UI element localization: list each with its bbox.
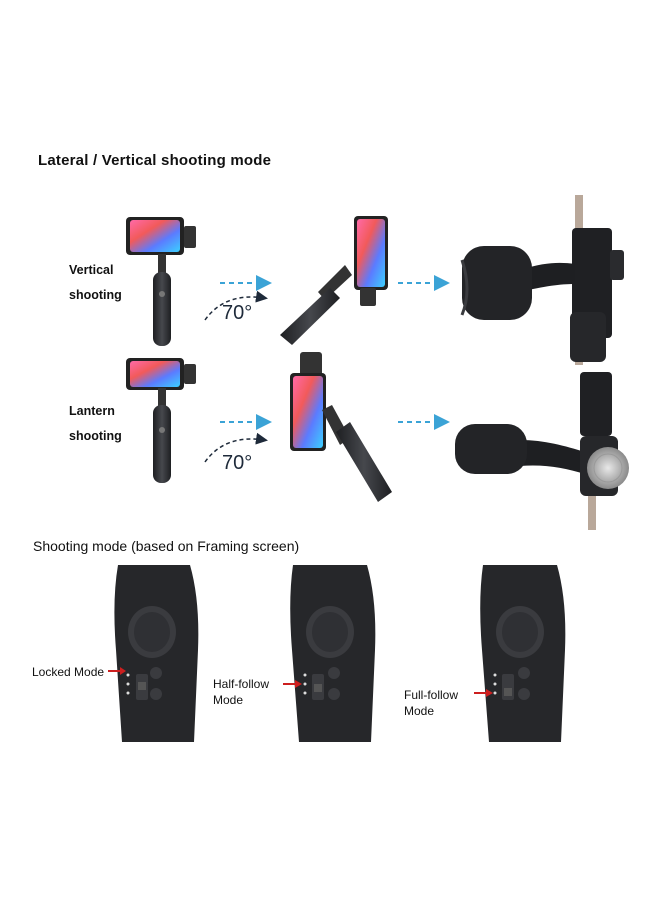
handle-closeup-locked	[108, 565, 199, 742]
indicator-arrow-icon	[486, 689, 493, 697]
shooting-mode-heading: Shooting mode (based on Framing screen)	[33, 538, 300, 554]
angle-label: 70°	[222, 452, 253, 474]
half-follow-mode-label: Half-follow Mode	[213, 677, 270, 707]
full-follow-mode-label: Full-follow Mode	[404, 688, 459, 718]
locked-mode-label: Locked Mode	[32, 665, 105, 679]
indicator-arrow-icon	[295, 680, 302, 688]
gimbal-upright-2	[126, 358, 196, 483]
indicator-arrow-icon	[120, 667, 126, 675]
gimbal-tilted-1	[280, 216, 388, 345]
gimbal-closeup-1	[460, 195, 624, 365]
handle-closeup-full-follow	[474, 565, 566, 742]
vertical-shooting-label: Vertical shooting	[69, 263, 122, 302]
lantern-shooting-label: Lantern shooting	[69, 404, 122, 443]
gimbal-upright-1	[126, 217, 196, 346]
gimbal-closeup-2	[455, 372, 629, 530]
section-title: Lateral / Vertical shooting mode	[38, 152, 272, 169]
knob-icon	[587, 447, 629, 489]
angle-label: 70°	[222, 302, 253, 324]
gimbal-tilted-2	[290, 352, 392, 502]
handle-closeup-half-follow	[283, 565, 376, 742]
